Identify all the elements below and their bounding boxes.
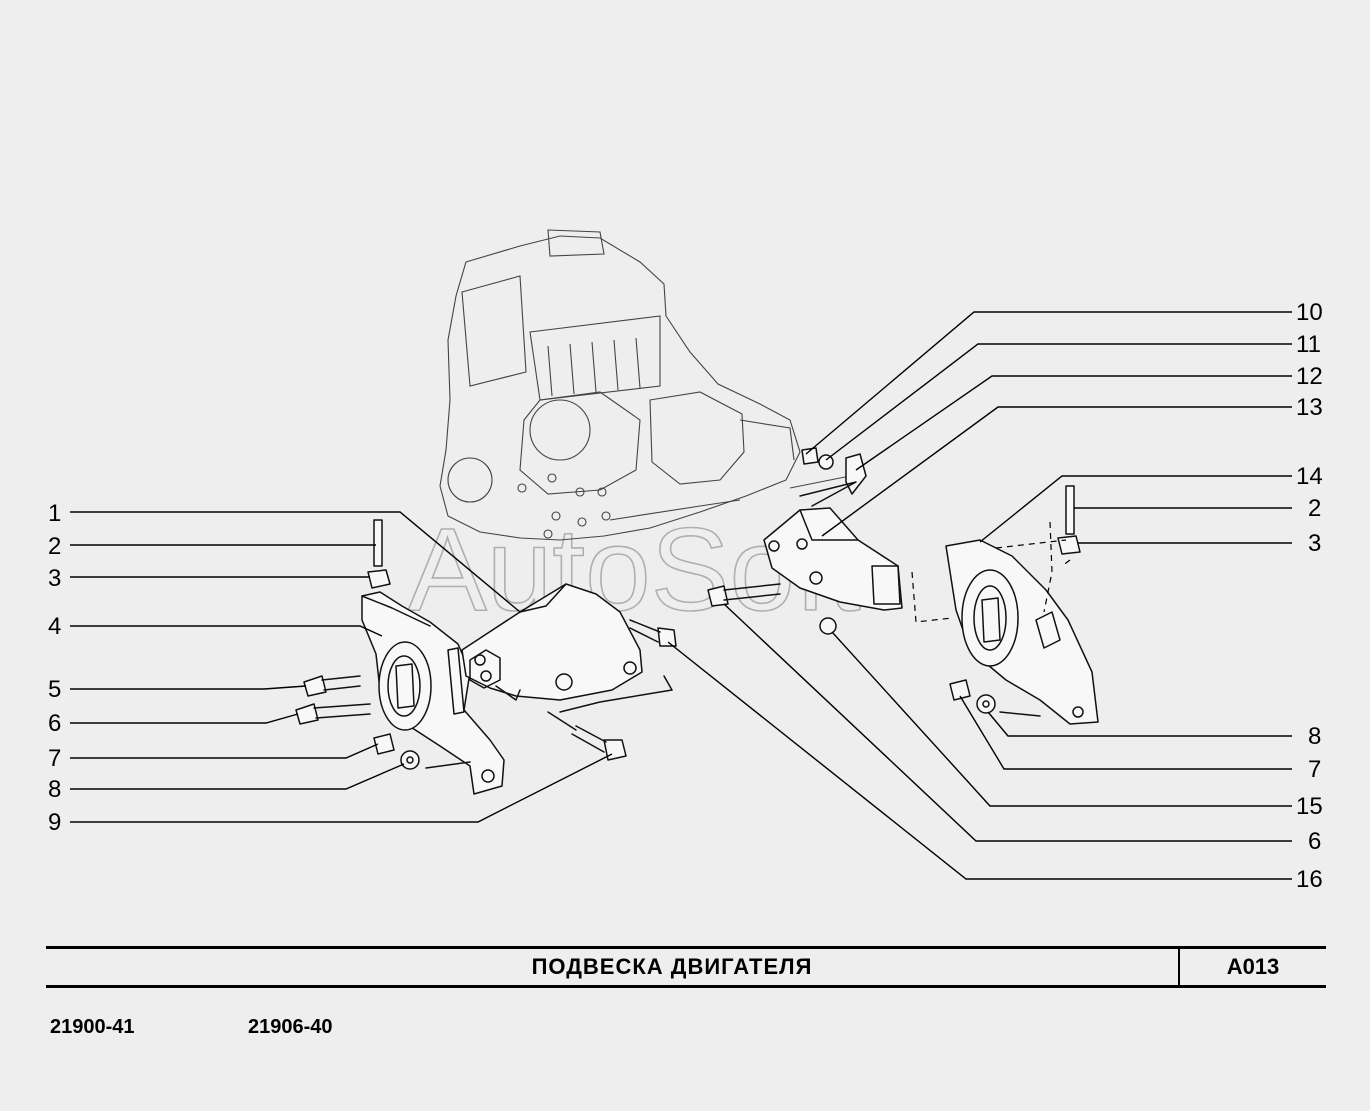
model-code-1: 21900-41 [50, 1016, 135, 1038]
callout-5: 5 [48, 676, 61, 703]
model-code-2: 21906-40 [248, 1016, 333, 1038]
callouts-right: 10 11 12 13 14 2 3 8 7 15 6 16 [1296, 299, 1323, 893]
callout-2-right: 2 [1308, 495, 1321, 522]
callout-8-right: 8 [1308, 723, 1321, 750]
title-block: ПОДВЕСКА ДВИГАТЕЛЯ A013 [46, 946, 1326, 988]
engine-mount-diagram: AutoSoft [48, 229, 1323, 893]
callout-7-right: 7 [1308, 756, 1321, 783]
fasteners [295, 447, 1081, 770]
callout-12: 12 [1296, 363, 1323, 390]
callout-13: 13 [1296, 394, 1323, 421]
callout-2: 2 [48, 533, 61, 560]
callout-3: 3 [48, 565, 61, 592]
callout-16: 16 [1296, 866, 1323, 893]
callout-7: 7 [48, 745, 61, 772]
callout-9: 9 [48, 809, 61, 836]
callouts-left: 1 2 3 4 5 6 7 8 9 [48, 500, 61, 836]
leader-lines-right [667, 311, 1292, 880]
callout-11: 11 [1296, 331, 1321, 358]
callout-6-right: 6 [1308, 828, 1321, 855]
center-bracket [461, 583, 643, 701]
callout-10: 10 [1296, 299, 1323, 326]
engine-outline [439, 229, 861, 541]
right-engine-mount [945, 539, 1099, 725]
callout-3-right: 3 [1308, 530, 1321, 557]
left-engine-mount [361, 591, 505, 795]
callout-1: 1 [48, 500, 61, 527]
callout-4: 4 [48, 613, 61, 640]
callout-6: 6 [48, 710, 61, 737]
diagram-code: A013 [1178, 949, 1326, 985]
leader-lines-left [70, 511, 613, 823]
callout-8: 8 [48, 776, 61, 803]
callout-15: 15 [1296, 793, 1323, 820]
diagram-title: ПОДВЕСКА ДВИГАТЕЛЯ [531, 954, 813, 979]
assembly-lines [425, 481, 1071, 769]
right-bracket [763, 507, 903, 611]
callout-14: 14 [1296, 463, 1323, 490]
